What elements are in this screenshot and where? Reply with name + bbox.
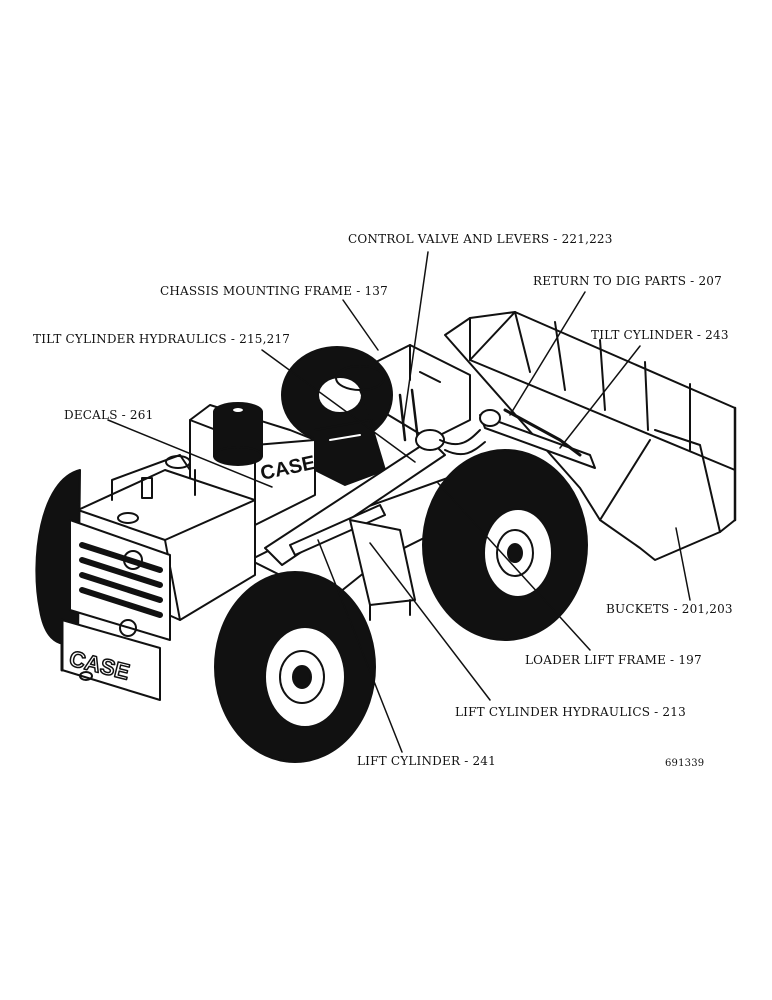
front-left-wheel — [214, 571, 376, 763]
counterweight: CASE — [60, 618, 161, 701]
label-control-valve-and-levers: CONTROL VALVE AND LEVERS - 221,223 — [348, 232, 613, 246]
front-right-wheel — [422, 449, 588, 641]
air-cleaner — [213, 402, 263, 466]
hydraulic-lines — [439, 429, 486, 456]
front-grille — [69, 519, 171, 641]
label-decals: DECALS - 261 — [64, 408, 154, 422]
figure-number: 691339 — [665, 758, 705, 769]
leader-lift-cylinder — [317, 539, 403, 753]
label-loader-lift-frame: LOADER LIFT FRAME - 197 — [525, 653, 702, 667]
steering-wheel — [335, 365, 420, 442]
leader-return-to-dig — [509, 291, 586, 416]
leader-decals — [107, 419, 273, 488]
leader-control-valve — [402, 251, 429, 427]
lift-arm — [264, 429, 446, 621]
leader-tilt-cylinder — [559, 345, 641, 449]
rear-right-wheel — [281, 346, 393, 444]
label-lift-cylinder: LIFT CYLINDER - 241 — [357, 754, 496, 768]
bucket — [444, 311, 737, 561]
leader-loader-lift-frame — [437, 482, 591, 651]
tilt-cylinder-body — [479, 408, 596, 469]
leader-tilt-hydraulics — [261, 349, 416, 463]
label-chassis-mounting-frame: CHASSIS MOUNTING FRAME - 137 — [160, 284, 388, 298]
label-buckets: BUCKETS - 201,203 — [606, 602, 733, 616]
label-tilt-cylinder-hydraulics: TILT CYLINDER HYDRAULICS - 215,217 — [33, 332, 291, 346]
label-return-to-dig-parts: RETURN TO DIG PARTS - 207 — [533, 274, 722, 288]
label-tilt-cylinder: TILT CYLINDER - 243 — [591, 328, 729, 342]
label-lift-cylinder-hydraulics: LIFT CYLINDER HYDRAULICS - 213 — [455, 705, 686, 719]
leader-lines — [107, 251, 691, 753]
leader-buckets — [675, 527, 691, 601]
leader-chassis-frame — [342, 299, 379, 351]
leader-lift-hydraulics — [369, 542, 491, 701]
